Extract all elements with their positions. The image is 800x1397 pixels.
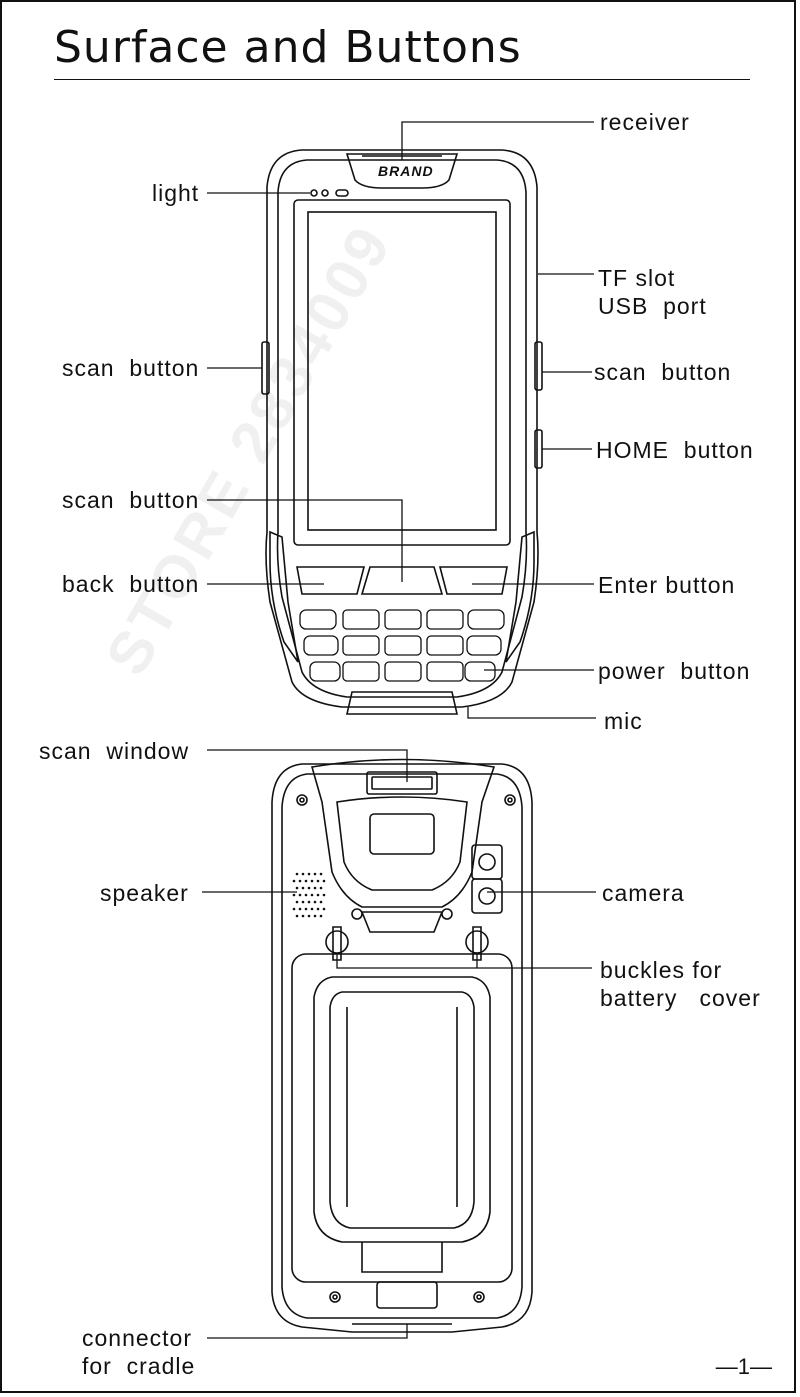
label-camera: camera: [602, 880, 685, 906]
label-mic: mic: [604, 708, 643, 734]
label-buckles-line2: battery cover: [600, 985, 761, 1011]
label-speaker: speaker: [100, 880, 189, 906]
page-title: Surface and Buttons: [54, 22, 522, 73]
label-enter-button: Enter button: [598, 572, 736, 598]
title-underline: [54, 79, 750, 80]
label-tf-slot: TF slot: [598, 265, 676, 291]
front-view: [261, 149, 543, 715]
label-scan-window: scan window: [39, 738, 190, 764]
label-scan-button-left: scan button: [62, 355, 200, 381]
page-number: —1—: [715, 1354, 772, 1379]
label-scan-button-right: scan button: [594, 359, 732, 385]
label-buckles-line1: buckles for: [600, 957, 723, 983]
label-light: light: [152, 180, 200, 206]
label-receiver: receiver: [600, 109, 690, 135]
label-back-button: back button: [62, 571, 200, 597]
label-scan-button-center: scan button: [62, 487, 200, 513]
label-usb-port: USB port: [598, 293, 707, 319]
label-power-button: power button: [598, 658, 751, 684]
label-connector-line2: for cradle: [82, 1353, 196, 1379]
label-connector-line1: connector: [82, 1325, 193, 1351]
brand-logo-text: BRAND: [378, 163, 434, 179]
label-home-button: HOME button: [596, 437, 754, 463]
leader-lines: [202, 121, 596, 1339]
back-view: [271, 758, 533, 1333]
